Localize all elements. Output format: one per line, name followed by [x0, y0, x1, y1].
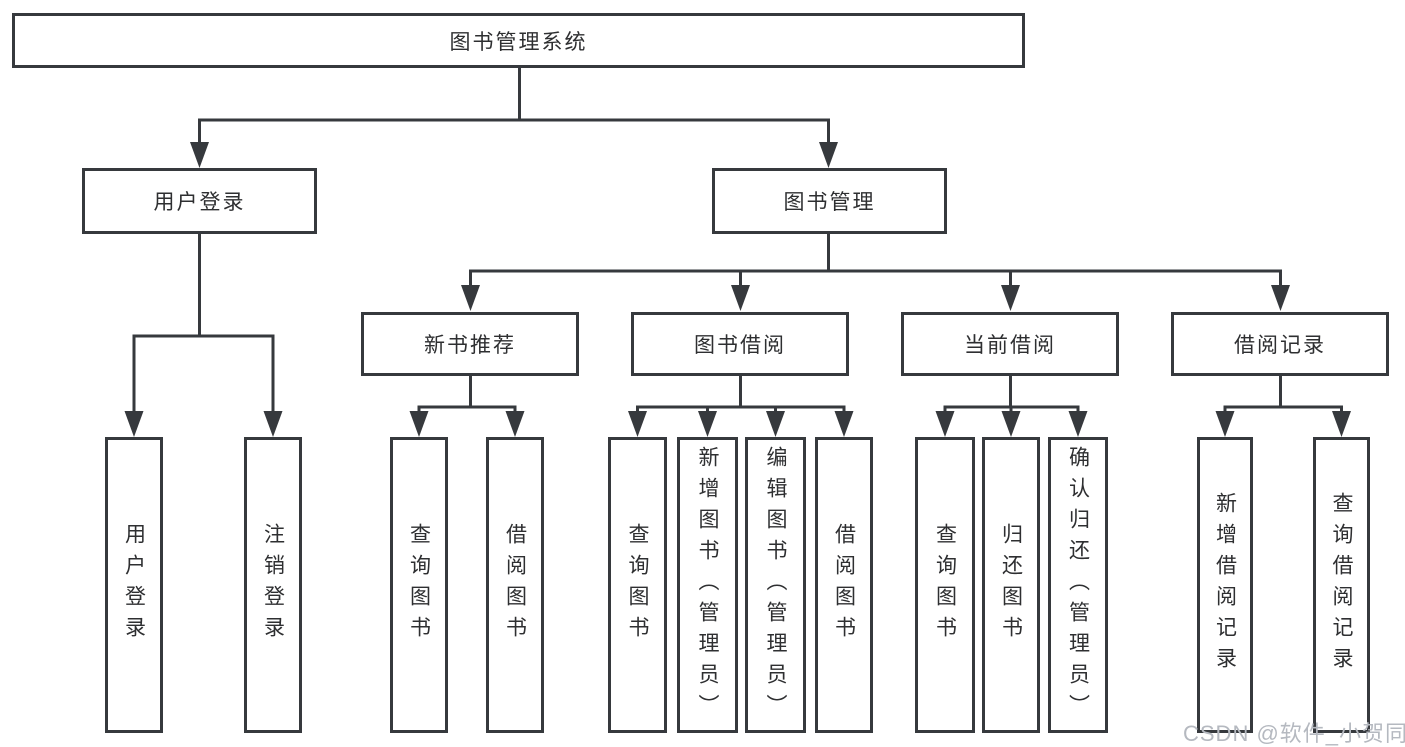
leaf-query-books-current-label: 查询图书 [933, 523, 957, 647]
leaf-user-login-label: 用户登录 [122, 523, 146, 647]
leaf-confirm-return-admin: 确认归还（管理员） [1048, 437, 1108, 733]
leaf-query-borrow-record: 查询借阅记录 [1313, 437, 1370, 733]
node-user-login: 用户登录 [82, 168, 317, 234]
node-current-borrowing: 当前借阅 [901, 312, 1119, 376]
leaf-logout: 注销登录 [244, 437, 302, 733]
node-user-login-label: 用户登录 [153, 191, 246, 214]
leaf-add-book-admin: 新增图书（管理员） [677, 437, 738, 733]
node-new-book-recommend-label: 新书推荐 [424, 334, 516, 357]
leaf-edit-book-admin-label: 编辑图书（管理员） [764, 445, 787, 725]
leaf-logout-label: 注销登录 [261, 523, 285, 647]
leaf-confirm-return-admin-label: 确认归还（管理员） [1066, 445, 1090, 725]
leaf-query-books-borrowing: 查询图书 [608, 437, 667, 733]
leaf-borrow-books-recommend-label: 借阅图书 [503, 523, 527, 647]
leaf-edit-book-admin: 编辑图书（管理员） [745, 437, 806, 733]
node-new-book-recommend: 新书推荐 [361, 312, 579, 376]
leaf-add-borrow-record-label: 新增借阅记录 [1213, 492, 1237, 678]
node-current-borrowing-label: 当前借阅 [964, 334, 1056, 357]
node-book-management: 图书管理 [712, 168, 947, 234]
leaf-borrow-books-borrowing: 借阅图书 [815, 437, 873, 733]
leaf-borrow-books-borrowing-label: 借阅图书 [832, 523, 856, 647]
leaf-return-book-label: 归还图书 [999, 523, 1023, 647]
leaf-add-borrow-record: 新增借阅记录 [1197, 437, 1253, 733]
node-borrow-records: 借阅记录 [1171, 312, 1389, 376]
node-book-borrowing-label: 图书借阅 [694, 334, 786, 357]
node-root-label: 图书管理系统 [449, 30, 588, 54]
node-book-borrowing: 图书借阅 [631, 312, 849, 376]
leaf-query-books-recommend-label: 查询图书 [407, 523, 431, 647]
watermark: CSDN @软件_小贺同学 [1183, 721, 1405, 746]
leaf-borrow-books-recommend: 借阅图书 [486, 437, 544, 733]
node-root: 图书管理系统 [12, 13, 1025, 68]
node-borrow-records-label: 借阅记录 [1234, 334, 1326, 357]
leaf-query-borrow-record-label: 查询借阅记录 [1330, 492, 1353, 678]
leaf-query-books-borrowing-label: 查询图书 [626, 523, 649, 647]
leaf-add-book-admin-label: 新增图书（管理员） [696, 445, 719, 725]
leaf-user-login: 用户登录 [105, 437, 163, 733]
leaf-return-book: 归还图书 [982, 437, 1040, 733]
leaf-query-books-current: 查询图书 [915, 437, 975, 733]
node-book-management-label: 图书管理 [783, 191, 876, 214]
leaf-query-books-recommend: 查询图书 [390, 437, 448, 733]
